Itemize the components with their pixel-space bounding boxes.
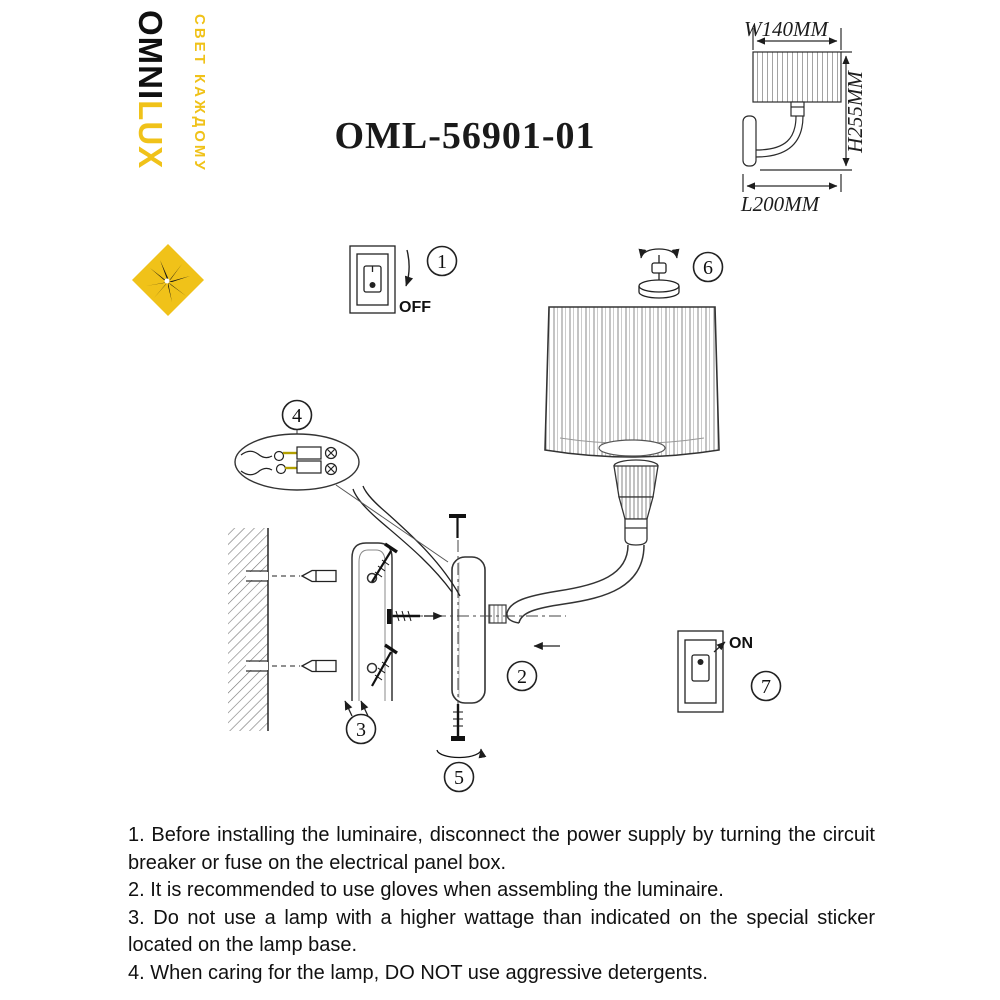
instruction-item-3: 3. Do not use a lamp with a higher watta… xyxy=(128,906,875,957)
step-1-circle xyxy=(426,245,458,277)
step-2-circle xyxy=(506,660,538,692)
lamp-arm xyxy=(506,544,645,624)
lamp-socket xyxy=(613,459,659,546)
step-4-number: 4 xyxy=(292,405,302,427)
canopy-base xyxy=(451,556,486,704)
step-6-circle xyxy=(692,251,724,283)
brand-logo: OMNILUX xyxy=(132,10,169,170)
brand-lux-text: LUX xyxy=(132,100,169,170)
brand-diamond-icon xyxy=(132,244,204,316)
canopy-side-screw xyxy=(387,609,443,624)
canopy-bottom-screw xyxy=(436,704,487,759)
step-3-circle xyxy=(345,713,377,745)
wires xyxy=(352,485,461,597)
instructions-text: 1. Before installing the luminaire, disc… xyxy=(128,822,875,987)
step-7-circle xyxy=(750,670,782,702)
switch-on-label: ON xyxy=(729,635,753,652)
canopy-top-screw xyxy=(449,514,466,538)
step-6-number: 6 xyxy=(703,257,713,279)
step-3-arrow-2 xyxy=(360,700,369,717)
bracket-screw-top xyxy=(371,542,398,583)
instruction-item-4: 4. When caring for the lamp, DO NOT use … xyxy=(128,961,708,984)
wall-section xyxy=(228,528,269,731)
finial-part xyxy=(638,248,680,299)
step-4-circle xyxy=(281,399,313,431)
step-3-arrow-1 xyxy=(344,700,353,717)
switch-off-label: OFF xyxy=(399,299,431,316)
step-7-number: 7 xyxy=(761,676,771,698)
brand-tagline: СВЕТ КАЖДОМУ xyxy=(191,14,208,173)
detail-leader-line xyxy=(335,484,449,563)
product-dimension-drawing xyxy=(742,28,852,192)
model-number: OML-56901-01 xyxy=(334,115,596,157)
step-5-number: 5 xyxy=(454,767,464,789)
dim-width-label: W140MM xyxy=(744,17,829,41)
lampshade xyxy=(544,306,720,458)
step-5-circle xyxy=(443,761,475,793)
instruction-item-1: 1. Before installing the luminaire, disc… xyxy=(128,824,875,874)
wiring-detail xyxy=(234,433,360,491)
wall-anchor-top xyxy=(272,569,337,583)
brand-omni-text: OMNI xyxy=(132,10,169,101)
wall-switch-on xyxy=(677,630,724,713)
switch-on-arrow xyxy=(713,641,726,653)
dim-height-label: H255MM xyxy=(843,70,867,154)
wall-switch-off xyxy=(349,245,396,314)
switch-off-arrow xyxy=(404,249,414,287)
bracket-screw-bottom xyxy=(371,643,398,687)
arm-nipple xyxy=(488,604,507,624)
step-1-number: 1 xyxy=(437,251,447,273)
step-3-number: 3 xyxy=(356,719,366,741)
step-2-number: 2 xyxy=(517,666,527,688)
instruction-item-2: 2. It is recommended to use gloves when … xyxy=(128,879,724,901)
wall-anchor-bottom xyxy=(272,659,337,673)
mounting-bracket xyxy=(351,542,393,701)
dim-length-label: L200MM xyxy=(740,192,821,216)
